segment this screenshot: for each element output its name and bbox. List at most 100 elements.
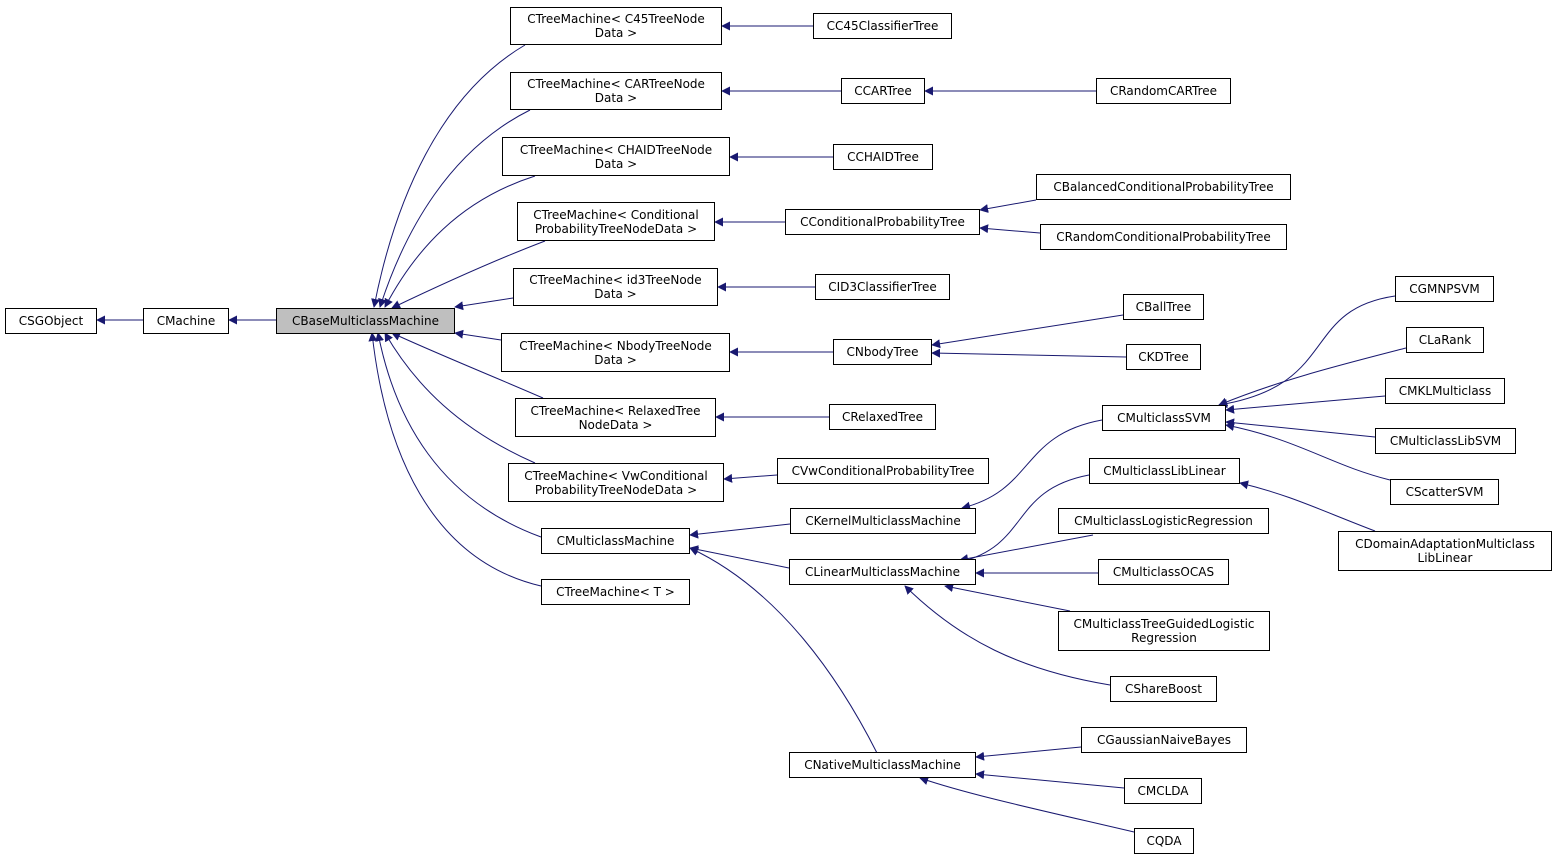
node-cgmnpsvm[interactable]: CGMNPSVM xyxy=(1395,276,1494,302)
edge-tm-id3-base xyxy=(454,297,514,311)
node-label: CKDTree xyxy=(1138,350,1189,364)
node-cmachine[interactable]: CMachine xyxy=(143,308,229,334)
node-label: CBallTree xyxy=(1135,300,1192,314)
node-cqda[interactable]: CQDA xyxy=(1134,828,1194,854)
node-label: CMulticlassOCAS xyxy=(1112,565,1215,579)
edge-ctreeguided-clinear xyxy=(944,583,1071,612)
node-ctreemachine-chaidtreenodedata[interactable]: CTreeMachine< CHAIDTreeNode Data > xyxy=(502,137,730,176)
node-label: CTreeMachine< RelaxedTree NodeData > xyxy=(530,403,701,432)
node-cbasemulticlassmachine: CBaseMulticlassMachine xyxy=(276,308,455,334)
edge-tm-vw-base xyxy=(384,332,536,464)
node-label: CDomainAdaptationMulticlass LibLinear xyxy=(1355,537,1535,565)
node-cmclda[interactable]: CMCLDA xyxy=(1124,778,1202,804)
edge-tm-cart-base xyxy=(378,109,531,308)
node-ctreemachine-t[interactable]: CTreeMachine< T > xyxy=(541,579,690,605)
node-csharebosst[interactable]: CShareBoost xyxy=(1110,676,1217,702)
node-label: CCHAIDTree xyxy=(847,150,919,164)
node-cgaussiannaivebayes[interactable]: CGaussianNaiveBayes xyxy=(1081,727,1247,753)
edge-clinear-cmulticlass xyxy=(689,545,790,569)
node-label: CTreeMachine< Conditional ProbabilityTre… xyxy=(533,207,699,236)
edge-cdomain-clibLinear xyxy=(1239,480,1376,532)
edge-ckernel-cmulticlass xyxy=(689,523,791,539)
node-cc45classifiertree[interactable]: CC45ClassifierTree xyxy=(813,13,952,39)
node-label: CRandomConditionalProbabilityTree xyxy=(1056,230,1271,244)
node-ctreemachine-cartreenodedata[interactable]: CTreeMachine< CARTreeNode Data > xyxy=(510,72,722,110)
node-clinearmulticlassmachine[interactable]: CLinearMulticlassMachine xyxy=(789,559,976,585)
node-label: CTreeMachine< T > xyxy=(556,585,675,599)
node-ctreemachine-c45treenodedata[interactable]: CTreeMachine< C45TreeNode Data > xyxy=(510,7,722,45)
edge-csharebosst-clinear xyxy=(904,585,1111,686)
node-ctreemachine-conditionalprobabilitytreenodedata[interactable]: CTreeMachine< Conditional ProbabilityTre… xyxy=(517,202,715,241)
node-label: CCARTree xyxy=(854,84,912,98)
edge-cmsvm-ckernel xyxy=(961,419,1103,511)
node-label: CBalancedConditionalProbabilityTree xyxy=(1053,180,1274,194)
edge-cnative-cmulticlass xyxy=(689,547,878,754)
node-cid3classifiertree[interactable]: CID3ClassifierTree xyxy=(815,274,950,300)
edge-tm-chaid-base xyxy=(384,175,536,308)
node-cmklmulticlass[interactable]: CMKLMulticlass xyxy=(1385,378,1505,404)
edge-ckdtree-cnbody xyxy=(931,348,1127,358)
edge-cvw-tm xyxy=(723,473,778,483)
node-cchaidtree[interactable]: CCHAIDTree xyxy=(833,144,933,170)
edge-cscatter-cmsvm xyxy=(1225,422,1391,481)
node-ctreemachine-relaxedtreenodedata[interactable]: CTreeMachine< RelaxedTree NodeData > xyxy=(515,398,716,437)
edge-tm-t-base xyxy=(368,332,542,587)
edge-tm-c45-base xyxy=(371,44,526,308)
edge-cgnb-cnative xyxy=(975,746,1082,761)
node-label: CKernelMulticlassMachine xyxy=(805,514,961,528)
edge-tm-relaxed-base xyxy=(391,332,544,399)
edge-cgmnpsvm-cmsvm xyxy=(1218,295,1396,409)
edge-tm-cond-base xyxy=(391,240,546,309)
node-csgobject[interactable]: CSGObject xyxy=(5,308,97,334)
edge-clogreg-clinear xyxy=(959,534,1094,563)
node-label: CGMNPSVM xyxy=(1409,282,1480,296)
node-crelaxedtree[interactable]: CRelaxedTree xyxy=(829,404,936,430)
node-ctreemachine-id3treenodedata[interactable]: CTreeMachine< id3TreeNode Data > xyxy=(513,268,718,306)
node-label: CTreeMachine< CARTreeNode Data > xyxy=(527,77,705,105)
node-label: CMKLMulticlass xyxy=(1398,384,1492,398)
node-cmulticlassocas[interactable]: CMulticlassOCAS xyxy=(1098,559,1229,585)
edge-cqda-cnative xyxy=(919,776,1135,833)
node-cmulticlasslogisticregression[interactable]: CMulticlassLogisticRegression xyxy=(1058,508,1269,534)
node-label: CID3ClassifierTree xyxy=(828,280,937,294)
node-label: CLaRank xyxy=(1418,333,1472,347)
node-label: CMachine xyxy=(156,314,216,328)
node-cbalancedconditionalprobabilitytree[interactable]: CBalancedConditionalProbabilityTree xyxy=(1036,174,1291,200)
node-cmulticlasstreeguidedlogisticregression[interactable]: CMulticlassTreeGuidedLogistic Regression xyxy=(1058,611,1270,651)
node-cdomainadaptationmulticlasslibLinear[interactable]: CDomainAdaptationMulticlass LibLinear xyxy=(1338,531,1552,571)
node-cnativemulticlassmachine[interactable]: CNativeMulticlassMachine xyxy=(789,752,976,778)
node-clarank[interactable]: CLaRank xyxy=(1406,327,1484,353)
node-crandomcartree[interactable]: CRandomCARTree xyxy=(1096,78,1231,104)
edge-cmkl-cmsvm xyxy=(1225,395,1386,414)
node-cscattersvm[interactable]: CScatterSVM xyxy=(1390,479,1499,505)
node-ckernelmulticlassmachine[interactable]: CKernelMulticlassMachine xyxy=(790,508,976,534)
node-label: CGaussianNaiveBayes xyxy=(1097,733,1231,747)
node-ccartree[interactable]: CCARTree xyxy=(841,78,925,104)
node-ctreemachine-nbodytreenodedata[interactable]: CTreeMachine< NbodyTreeNode Data > xyxy=(501,333,730,372)
node-label: CLinearMulticlassMachine xyxy=(804,565,961,579)
node-label: CNbodyTree xyxy=(846,345,919,359)
node-label: CQDA xyxy=(1146,834,1182,848)
edge-cmulticlassmachine-base xyxy=(375,332,542,538)
edge-clibsvm-cmsvm xyxy=(1225,418,1376,438)
node-cmulticlasssvm[interactable]: CMulticlassSVM xyxy=(1102,405,1226,431)
node-cvwconditionalprobabilitytree[interactable]: CVwConditionalProbabilityTree xyxy=(777,458,989,484)
node-cconditionalprobabilitytree[interactable]: CConditionalProbabilityTree xyxy=(785,209,980,235)
node-label: CRandomCARTree xyxy=(1109,84,1218,98)
node-ctreemachine-vwconditionalprobabilitytreenodedata[interactable]: CTreeMachine< VwConditional ProbabilityT… xyxy=(508,463,724,502)
edge-crandomcond-ccond xyxy=(979,224,1041,234)
node-cmulticlasslibsvm[interactable]: CMulticlassLibSVM xyxy=(1375,428,1516,454)
node-cballtree[interactable]: CBallTree xyxy=(1123,294,1204,320)
edge-cbalanced-ccond xyxy=(979,199,1037,214)
node-cmulticlassmachine[interactable]: CMulticlassMachine xyxy=(541,528,690,554)
node-label: CMulticlassLibSVM xyxy=(1389,434,1502,448)
node-ckdtree[interactable]: CKDTree xyxy=(1126,344,1201,370)
node-label: CShareBoost xyxy=(1125,682,1202,696)
node-cnbodytree[interactable]: CNbodyTree xyxy=(833,339,932,365)
node-cmulticlasslibLinear[interactable]: CMulticlassLibLinear xyxy=(1089,458,1240,484)
node-crandomconditionalprobabilitytree[interactable]: CRandomConditionalProbabilityTree xyxy=(1040,224,1287,250)
edge-tm-nbody-base xyxy=(454,329,502,341)
node-label: CConditionalProbabilityTree xyxy=(800,215,965,229)
